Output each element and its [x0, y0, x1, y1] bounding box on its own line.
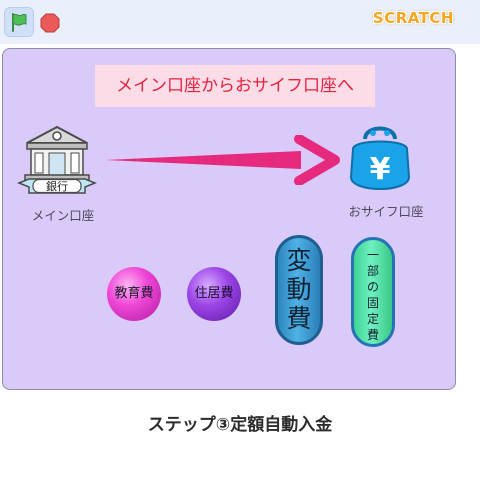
arrow-right-icon — [105, 135, 340, 185]
stage[interactable]: メイン口座からおサイフ口座へ 銀行 メイン口座 ¥ おサイフ口座 教育費 住居費… — [2, 48, 456, 390]
wallet-icon[interactable]: ¥ — [345, 119, 415, 199]
education-cost-label: 教育費 — [114, 286, 154, 301]
wallet-caption: おサイフ口座 — [348, 204, 424, 219]
step-caption: ステップ③定額自動入金 — [147, 415, 333, 435]
title-banner: メイン口座からおサイフ口座へ — [95, 65, 375, 107]
bank-sign: 銀行 — [46, 179, 68, 193]
green-flag-icon — [12, 13, 27, 32]
toolbar: SCRATCH — [0, 0, 480, 44]
variable-cost-pill[interactable]: 変動費 — [275, 235, 323, 345]
housing-cost-label: 住居費 — [194, 286, 234, 301]
stop-sign-icon — [40, 13, 60, 33]
bank-icon[interactable]: 銀行 — [17, 123, 97, 199]
education-cost-ball[interactable]: 教育費 — [107, 267, 161, 321]
stop-button[interactable] — [40, 13, 60, 33]
fixed-cost-label: 一部の固定費 — [366, 248, 379, 342]
variable-cost-label: 変動費 — [286, 246, 312, 333]
bank-caption: メイン口座 — [31, 208, 95, 223]
title-text: メイン口座からおサイフ口座へ — [116, 76, 354, 96]
yen-symbol: ¥ — [370, 152, 391, 187]
green-flag-button[interactable] — [4, 7, 34, 37]
housing-cost-ball[interactable]: 住居費 — [187, 267, 241, 321]
scratch-logo: SCRATCH — [372, 9, 454, 27]
fixed-cost-pill[interactable]: 一部の固定費 — [351, 237, 395, 347]
